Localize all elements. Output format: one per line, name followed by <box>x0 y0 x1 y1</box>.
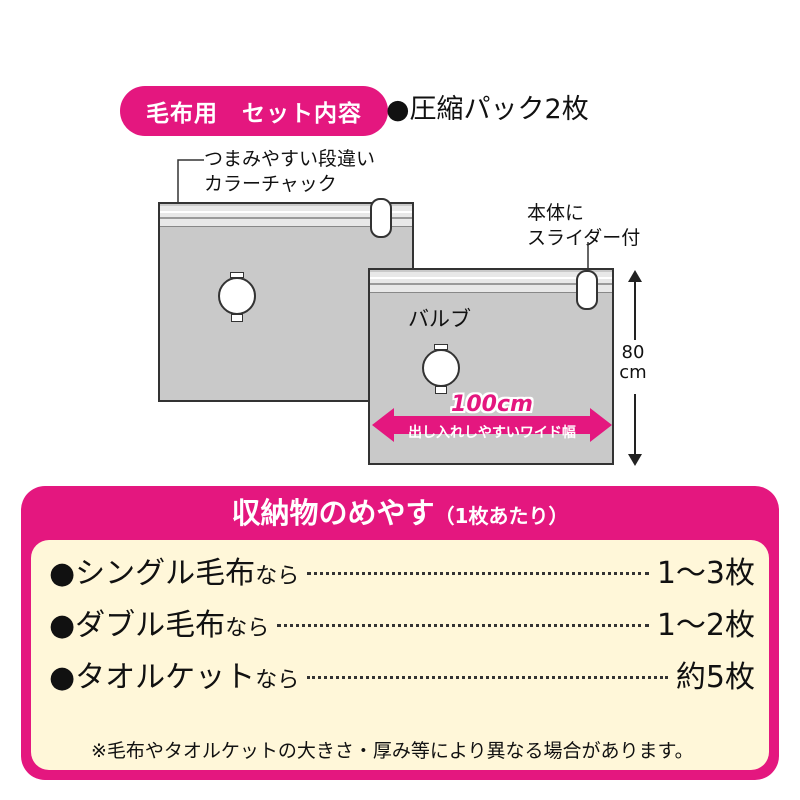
zipper-slider <box>370 198 392 238</box>
color-zipper <box>160 206 412 227</box>
guide-title-note: （1枚あたり） <box>434 504 569 528</box>
guide-body: ●シングル毛布 なら 1～3枚 ●ダブル毛布 なら 1～2枚 ●タオルケット な… <box>31 540 769 770</box>
valve-icon <box>422 349 460 387</box>
guide-row: ●シングル毛布 なら 1～3枚 <box>49 548 755 591</box>
guide-suffix: なら <box>255 564 300 589</box>
guide-qty: 1～3枚 <box>656 556 755 591</box>
leader-dots <box>307 572 649 575</box>
color-zipper <box>370 272 612 293</box>
guide-qty: 1～2枚 <box>656 608 755 643</box>
guide-item: ●タオルケット <box>49 660 256 695</box>
leader-dots <box>307 676 668 679</box>
width-caption: 出し入れしやすいワイド幅 <box>408 425 576 441</box>
guide-title-main: 収納物のめやす <box>231 496 435 530</box>
slider-callout: 本体に スライダー付 <box>527 202 641 249</box>
valve-label: バルブ <box>408 307 471 331</box>
double-arrow-icon <box>372 408 612 442</box>
guide-title: 収納物のめやす（1枚あたり） <box>21 490 779 532</box>
zipper-slider <box>576 270 598 310</box>
set-contents-text: ●圧縮パック2枚 <box>386 94 589 125</box>
valve-icon <box>218 277 256 315</box>
height-arrow <box>628 270 642 466</box>
guide-item: ●ダブル毛布 <box>49 608 226 643</box>
height-label: 80 cm <box>619 342 647 383</box>
guide-suffix: なら <box>255 668 300 693</box>
storage-guide-panel: 収納物のめやす（1枚あたり） ●シングル毛布 なら 1～3枚 ●ダブル毛布 なら… <box>21 486 779 780</box>
guide-row: ●ダブル毛布 なら 1～2枚 <box>49 600 755 643</box>
leader-dots <box>277 624 649 627</box>
guide-row: ●タオルケット なら 約5枚 <box>49 652 755 695</box>
guide-suffix: なら <box>225 616 270 641</box>
width-value: 100cm <box>451 392 533 417</box>
zipper-callout: つまみやすい段違い カラーチャック <box>204 148 376 195</box>
set-contents-badge: 毛布用 セット内容 <box>120 86 388 136</box>
guide-item: ●シングル毛布 <box>49 556 256 591</box>
guide-qty: 約5枚 <box>675 660 755 695</box>
valve-base <box>231 314 243 322</box>
width-arrow: 100cm 出し入れしやすいワイド幅 <box>372 392 612 450</box>
valve-base <box>435 386 447 394</box>
zipper-callout-line <box>177 159 204 217</box>
guide-note: ※毛布やタオルケットの大きさ・厚み等により異なる場合があります。 <box>91 740 694 762</box>
